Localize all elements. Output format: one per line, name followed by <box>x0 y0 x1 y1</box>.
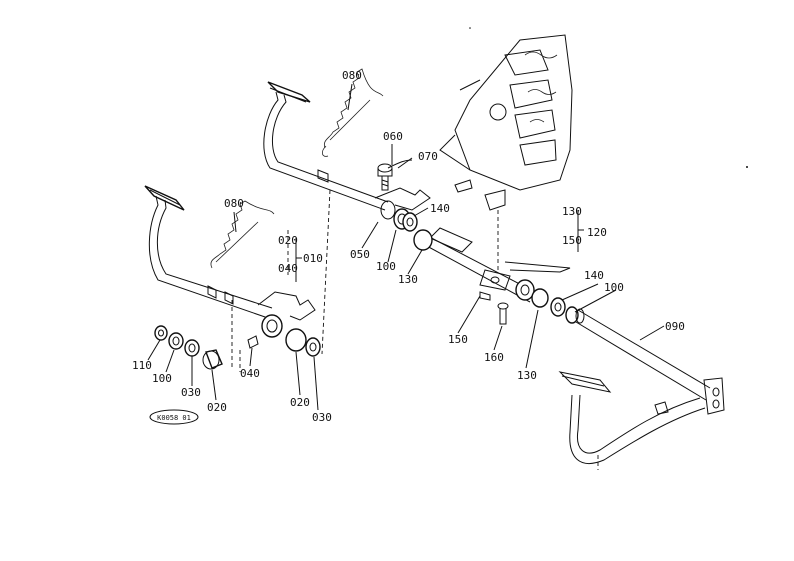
label-120: 120 <box>587 226 607 239</box>
label-030-left: 030 <box>181 386 201 399</box>
leader-lines <box>147 83 665 411</box>
label-100-right: 100 <box>604 281 624 294</box>
label-040-lower: 040 <box>240 367 260 380</box>
bolt-060 <box>377 159 413 191</box>
lower-pedal-lever <box>144 185 321 357</box>
label-100-upper: 100 <box>376 260 396 273</box>
right-shaft-090 <box>558 308 725 470</box>
label-060: 060 <box>383 130 403 143</box>
label-020-right: 020 <box>290 396 310 409</box>
bracket-010 <box>295 238 302 282</box>
label-090: 090 <box>665 320 685 333</box>
label-160: 160 <box>484 351 504 364</box>
label-020-top: 020 <box>278 234 298 247</box>
label-020-left: 020 <box>207 401 227 414</box>
stamp-k0058: K0058 01 <box>149 409 199 425</box>
dot <box>746 166 748 168</box>
upper-pedal-lever <box>263 81 431 232</box>
part-labels: 080 060 070 140 050 100 130 130 150 120 … <box>132 69 685 424</box>
guide-lines <box>231 189 331 372</box>
left-small-parts <box>154 325 259 370</box>
label-130-lower: 130 <box>517 369 537 382</box>
cross-shaft <box>413 227 579 325</box>
label-130-mid: 130 <box>562 205 582 218</box>
label-150-mid: 150 <box>562 234 582 247</box>
label-030-right: 030 <box>312 411 332 424</box>
label-040-top: 040 <box>278 262 298 275</box>
bracket-120 <box>577 210 584 252</box>
label-080-upper: 080 <box>342 69 362 82</box>
label-010: 010 <box>303 252 323 265</box>
label-050: 050 <box>350 248 370 261</box>
label-070: 070 <box>418 150 438 163</box>
label-140-upper: 140 <box>430 202 450 215</box>
label-080-lower: 080 <box>224 197 244 210</box>
label-150-lower: 150 <box>448 333 468 346</box>
dot <box>469 27 471 29</box>
upper-spring <box>322 68 384 157</box>
label-110: 110 <box>132 359 152 372</box>
label-130-upper: 130 <box>398 273 418 286</box>
label-100-lower: 100 <box>152 372 172 385</box>
lower-spring <box>210 200 275 269</box>
svg-text:K0058 01: K0058 01 <box>157 414 191 422</box>
transmission-housing <box>439 34 573 270</box>
label-140-lower: 140 <box>584 269 604 282</box>
